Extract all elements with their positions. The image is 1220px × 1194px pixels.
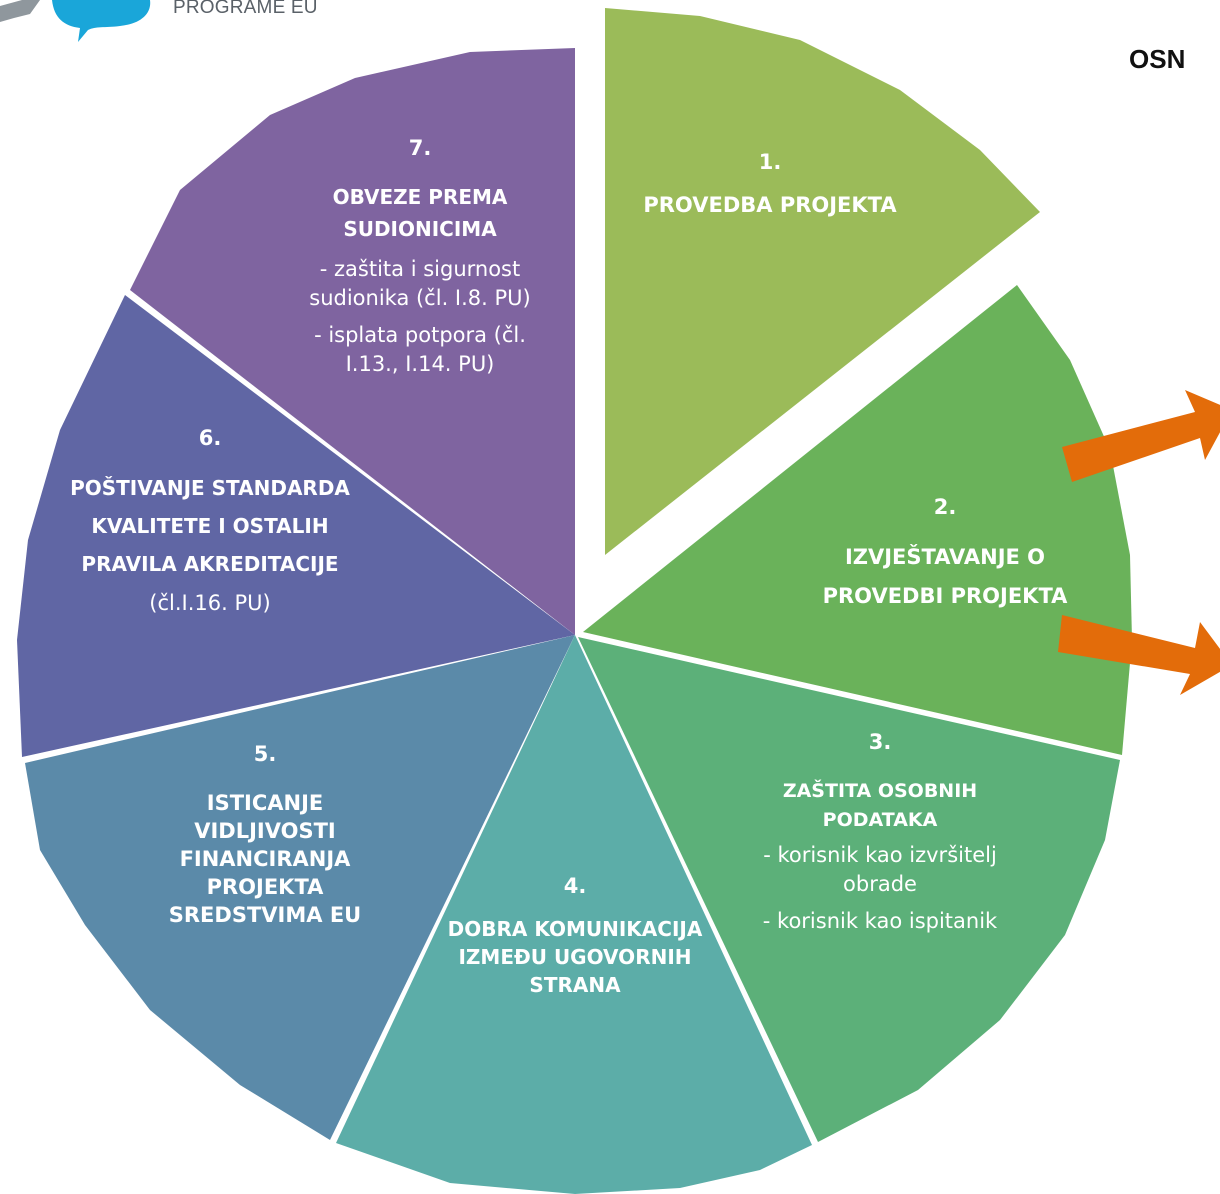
segment-3-item-2: - korisnik kao ispitanik [762,909,998,933]
segment-5-label: 5. ISTICANJE VIDLJIVOSTI FINANCIRANJA PR… [140,740,390,929]
segment-3-label: 3. ZAŠTITA OSOBNIH PODATAKA - korisnik k… [730,728,1030,936]
logo-arrow-icon [0,0,40,22]
logo-speech-bubble-icon [52,0,151,42]
arrow-right-icon [1062,390,1220,482]
segment-3-title: ZAŠTITA OSOBNIH PODATAKA [782,780,978,831]
segment-5-number: 5. [253,742,277,766]
segment-4-title: DOBRA KOMUNIKACIJA IZMEĐU UGOVORNIH STRA… [447,917,703,997]
segment-7-label: 7. OBVEZE PREMA SUDIONICIMA - zaštita i … [280,134,560,379]
segment-7-title: OBVEZE PREMA SUDIONICIMA [332,185,508,241]
logo-text: PROGRAME EU [173,0,318,18]
segment-1-number: 1. [758,150,782,174]
segment-5-title: ISTICANJE VIDLJIVOSTI FINANCIRANJA PROJE… [168,791,362,927]
segment-6-item-1: (čl.I.16. PU) [149,591,271,615]
segment-2-label: 2. IZVJEŠTAVANJE O PROVEDBI PROJEKTA [805,493,1085,616]
segment-4-shape [336,635,812,1194]
segment-2-shape [583,285,1132,755]
segment-1-label: 1. PROVEDBA PROJEKTA [640,148,900,220]
segment-6-label: 6. POŠTIVANJE STANDARDA KVALITETE I OSTA… [40,424,380,618]
page-heading: OSN [1129,44,1186,74]
segment-7-shape [130,48,575,635]
segment-6-title: POŠTIVANJE STANDARDA KVALITETE I OSTALIH… [70,476,350,576]
segment-1-title: PROVEDBA PROJEKTA [643,193,897,217]
segment-2-number: 2. [933,495,957,519]
segment-3-shape [578,637,1120,1142]
segment-4-number: 4. [563,874,587,898]
segment-4-label: 4. DOBRA KOMUNIKACIJA IZMEĐU UGOVORNIH S… [430,872,720,999]
segment-6-number: 6. [198,426,222,450]
programe-eu-logo [0,0,151,42]
segment-7-item-2: - isplata potpora (čl. I.13., I.14. PU) [314,323,526,376]
segment-5-shape [25,635,575,1140]
segment-2-title: IZVJEŠTAVANJE O PROVEDBI PROJEKTA [822,545,1068,608]
segment-6-shape [17,295,575,757]
arrow-right-icon [1058,615,1220,695]
segment-3-number: 3. [868,730,892,754]
segment-7-number: 7. [408,136,432,160]
segment-1-shape [605,8,1040,555]
segment-3-item-1: - korisnik kao izvršitelj obrade [763,843,997,896]
segment-7-item-1: - zaštita i sigurnost sudionika (čl. I.8… [309,257,531,310]
